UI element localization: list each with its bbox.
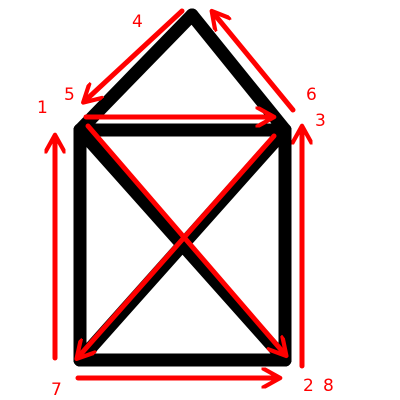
arrow-6-roof-right-up <box>215 15 296 113</box>
arrow-7-diagonal-up <box>80 133 277 355</box>
stroke-arrows <box>55 8 302 378</box>
house-figure <box>73 8 292 367</box>
step-label-8: 8 <box>323 376 334 396</box>
step-labels: 1 2 3 4 5 6 7 8 <box>37 12 334 400</box>
house-diagonal-up <box>73 123 292 367</box>
arrow-4-roof-left-down <box>87 8 185 99</box>
house-roof-left <box>73 8 199 137</box>
step-label-1: 1 <box>37 98 48 118</box>
step-label-5: 5 <box>64 85 75 105</box>
step-label-7: 7 <box>51 380 62 400</box>
step-label-6: 6 <box>306 85 317 105</box>
step-label-2: 2 <box>303 376 314 396</box>
step-label-4: 4 <box>132 12 143 32</box>
house-roof-right <box>185 8 292 137</box>
step-label-3: 3 <box>315 111 326 131</box>
